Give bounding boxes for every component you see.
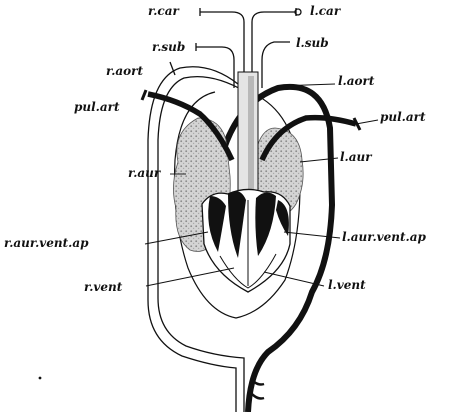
label-pul-art-left: pul.art	[74, 100, 120, 114]
label-r-vent: r.vent	[84, 280, 122, 294]
label-r-car: r.car	[148, 4, 179, 18]
label-l-aort: l.aort	[338, 74, 374, 88]
truncus-arteriosus	[238, 72, 258, 202]
label-l-vent: l.vent	[328, 278, 366, 292]
label-r-aur-vent-ap: r.aur.vent.ap	[4, 236, 89, 250]
label-l-aur: l.aur	[340, 150, 372, 164]
lower-vessel-marks	[252, 380, 264, 399]
carotid-arteries	[200, 8, 301, 80]
label-r-sub: r.sub	[152, 40, 185, 54]
label-r-aort: r.aort	[106, 64, 143, 78]
label-l-car: l.car	[310, 4, 340, 18]
label-pul-art-right: pul.art	[380, 110, 426, 124]
label-l-sub: l.sub	[296, 36, 329, 50]
label-l-aur-vent-ap: l.aur.vent.ap	[342, 230, 426, 244]
stray-dot	[39, 377, 42, 380]
label-r-aur: r.aur	[128, 166, 160, 180]
